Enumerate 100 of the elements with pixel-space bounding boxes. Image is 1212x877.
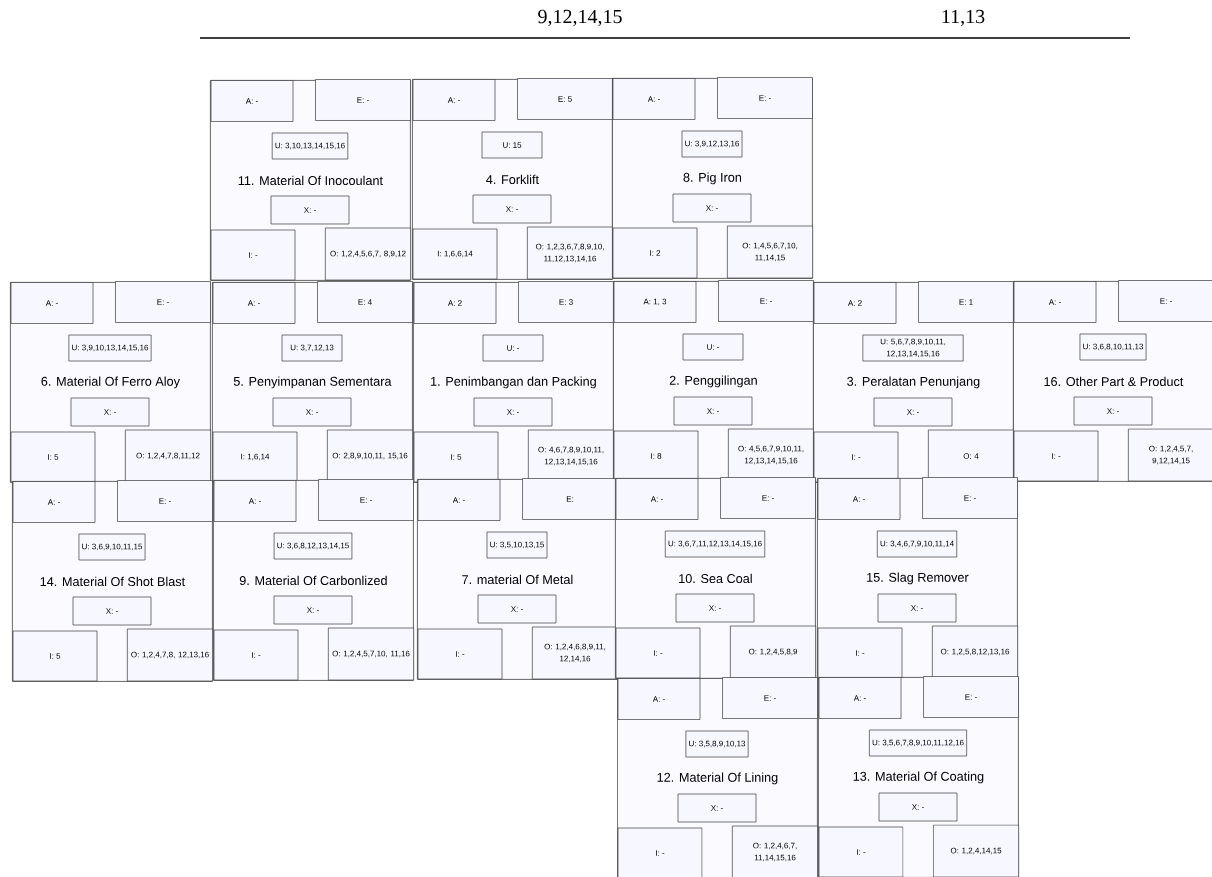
code-box: A: -	[12, 481, 96, 523]
code-box: X: -	[473, 397, 553, 427]
code-box: E: 3	[518, 281, 614, 323]
code-box: I: 1,6,14	[212, 431, 298, 483]
code-box: I: 5	[10, 431, 96, 483]
code-box: E: 1	[918, 281, 1014, 323]
code-box: O: 1,2,3,6,7,8,9,10, 11,12,13,14,16	[527, 226, 613, 280]
node-label: 12. Material Of Lining	[657, 772, 778, 785]
code-box: A: -	[615, 478, 699, 520]
code-box: O: 1,2,4,14,15	[933, 824, 1020, 877]
code-box: E: -	[315, 79, 411, 121]
code-box: O: 1,2,4,5,6,7, 8,9,12	[325, 227, 411, 281]
code-box: I: -	[1013, 430, 1099, 482]
code-box: I: -	[813, 431, 899, 483]
code-box: O: 4,5,6,7,9,10,11, 12,13,14,15,16	[728, 428, 814, 482]
code-box: A: -	[1013, 281, 1097, 323]
node-label: O: 1,2,4,6,7, 11,14,15,16	[753, 842, 797, 862]
code-box: U: 3,10,13,14,15,16	[271, 132, 349, 160]
code-box: O: 1,2,5,8,12,13,16	[932, 625, 1019, 679]
code-box: X: -	[1073, 396, 1153, 426]
code-box: O: 1,2,4,6,8,9,11, 12,14,16	[532, 626, 618, 680]
code-box: X: -	[878, 792, 958, 822]
code-box: A: 2	[813, 282, 897, 324]
code-box: E: -	[922, 477, 1018, 519]
code-box: U: 3,9,10,13,14,15,16	[68, 334, 152, 362]
code-box: X: -	[70, 397, 150, 427]
code-box: X: -	[677, 793, 757, 823]
code-box: X: -	[873, 397, 953, 427]
code-box: O: 4	[928, 429, 1014, 483]
code-box: X: -	[673, 396, 753, 426]
code-box: E: -	[718, 280, 814, 322]
code-box: A: -	[417, 479, 501, 521]
code-box: U: 3,6,9,10,11,15	[78, 533, 146, 561]
code-box: A: -	[213, 480, 297, 522]
code-box: O: 1,2,4,5,7, 9,12,14,15	[1128, 428, 1212, 482]
code-box: A: -	[817, 478, 901, 520]
code-box: X: -	[672, 193, 752, 223]
code-box: I: -	[417, 628, 503, 680]
code-box: I: -	[210, 229, 296, 281]
code-box: A: -	[818, 677, 902, 719]
code-box: O: 1,2,4,6,7, 11,14,15,16	[732, 825, 818, 877]
node-label: 13. Material Of Coating	[853, 771, 984, 784]
code-box: O: 4,6,7,8,9,10,11, 12,13,14,15,16	[528, 429, 614, 483]
code-box: O: 2,8,9,10,11, 15,16	[327, 429, 413, 483]
code-box: A: -	[212, 282, 296, 324]
header-number: 11,13	[942, 9, 985, 27]
code-box: E: -	[318, 479, 414, 521]
code-box: I: -	[817, 627, 903, 679]
code-box: U: 3,7,12,13	[281, 334, 343, 362]
code-box: E: -	[720, 477, 816, 519]
code-box: I: -	[213, 629, 299, 681]
code-box: I: -	[615, 627, 701, 679]
code-box: U: -	[682, 333, 744, 361]
code-box: E:	[522, 478, 618, 520]
code-box: E: -	[1118, 280, 1212, 322]
code-box: X: -	[272, 397, 352, 427]
code-box: U: 3,5,10,13,15	[486, 531, 548, 559]
code-box: A: -	[10, 282, 94, 324]
code-box: U: 3,9,12,13,16	[681, 130, 743, 158]
code-box: A: -	[617, 678, 701, 720]
code-box: U: 15	[481, 131, 543, 159]
code-box: O: 1,4,5,6,7,10, 11,14,15	[727, 225, 813, 279]
code-box: U: 3,5,6,7,8,9,10,11,12,16	[869, 729, 967, 757]
code-box: E: 5	[517, 78, 613, 120]
code-box: A: -	[210, 80, 294, 122]
code-box: E: 4	[317, 281, 413, 323]
code-box: X: -	[477, 594, 557, 624]
code-box: I: -	[617, 827, 703, 877]
code-box: U: 3,6,8,10,11,13	[1079, 333, 1147, 361]
code-box: X: -	[472, 194, 552, 224]
header-number: 9,12,14,15	[538, 9, 622, 27]
code-box: I: -	[818, 826, 904, 877]
code-box: E: -	[117, 480, 213, 522]
code-box: E: -	[115, 281, 211, 323]
code-box: U: 3,6,7,11,12,13,14,15,16	[664, 530, 766, 558]
code-box: I: 5	[12, 630, 98, 682]
code-box: U: 3,4,6,7,9,10,11,14	[876, 530, 958, 558]
code-box: X: -	[270, 195, 350, 225]
code-box: E: -	[923, 676, 1019, 718]
code-box: O: 1,2,4,5,7,10, 11,16	[328, 627, 414, 681]
code-box: X: -	[877, 593, 957, 623]
code-box: E: -	[722, 677, 818, 719]
code-box: A: -	[412, 79, 496, 121]
code-box: E: -	[717, 77, 813, 119]
code-box: U: 3,6,8,12,13,14,15	[273, 532, 353, 560]
code-box: X: -	[675, 593, 755, 623]
code-box: O: 1,2,4,7,8,11,12	[125, 429, 211, 483]
code-box: X: -	[72, 596, 152, 626]
code-box: I: 2	[612, 227, 698, 279]
code-box: A: 1, 3	[613, 281, 697, 323]
code-box: O: 1,2,4,5,8,9	[730, 625, 816, 679]
code-box: O: 1,2,4,7,8, 12,13,16	[127, 628, 213, 682]
code-box: I: 1,6,6,14	[412, 228, 498, 280]
code-box: U: 3,5,8,9,10,13	[685, 730, 749, 758]
code-box: I: 8	[613, 430, 699, 482]
code-box: A: -	[612, 78, 696, 120]
code-box: U: 5,6,7,8,9,10,11, 12,13,14,15,16	[862, 334, 964, 362]
code-box: A: 2	[413, 282, 497, 324]
code-box: U: -	[482, 334, 544, 362]
code-box: I: 5	[413, 431, 499, 483]
